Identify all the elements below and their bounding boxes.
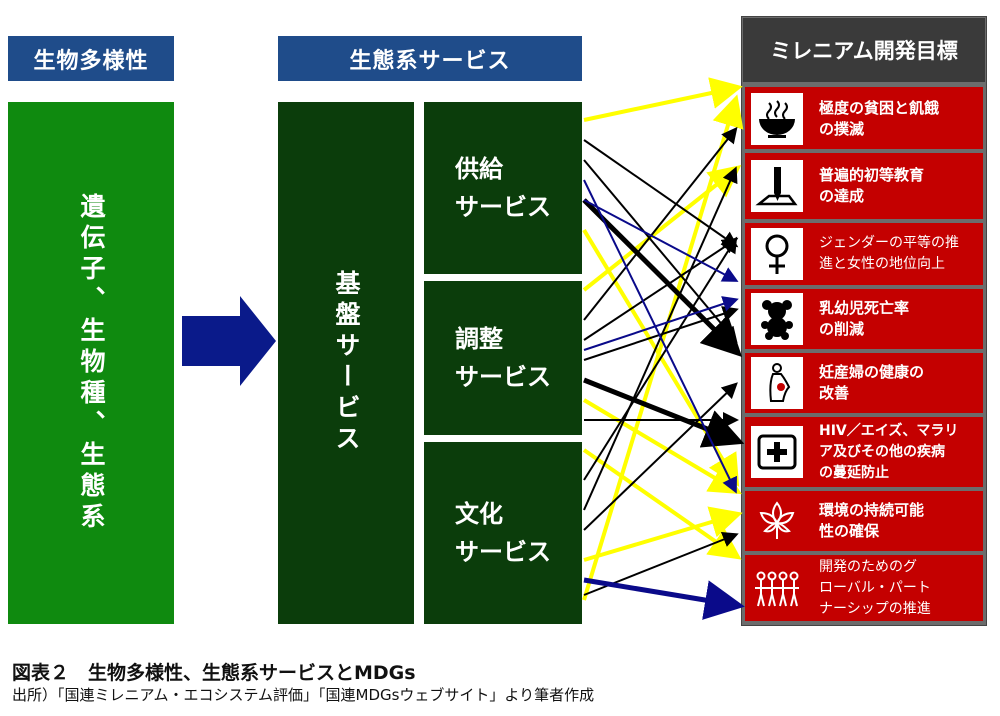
ecosystem-services-header: 生態系サービス	[278, 36, 582, 81]
biodiversity-to-services-arrow	[182, 296, 276, 386]
female-symbol-icon	[751, 228, 803, 280]
people-holding-hands-icon	[751, 562, 803, 614]
goal-row-5: 妊産婦の健康の改善	[745, 353, 983, 413]
arrow-yellow	[582, 94, 744, 601]
cultural-service-box: 文化サービス	[424, 442, 582, 624]
goal-row-8: 開発のためのグローバル・パートナーシップの推進	[745, 555, 983, 621]
medical-cross-icon	[751, 426, 803, 478]
arrow-yellow	[582, 448, 742, 560]
bowl-icon	[751, 93, 803, 145]
mdg-header: ミレニアム開発目標	[743, 18, 985, 82]
goal-row-2: 普遍的初等教育の達成	[745, 153, 983, 219]
figure-source: 出所）「国連ミレニアム・エコシステム評価」「国連MDGsウェブサイト」より筆者作…	[12, 686, 595, 704]
arrow-black	[583, 236, 738, 481]
arrow-black	[583, 159, 738, 344]
goal-row-7: 環境の持続可能性の確保	[745, 491, 983, 551]
arrow-navy	[583, 179, 737, 494]
leaf-icon	[751, 495, 803, 547]
biodiversity-header: 生物多様性	[8, 36, 174, 81]
arrow-black	[583, 166, 738, 511]
arrow-black	[583, 237, 739, 341]
arrow-navy-thick	[583, 577, 745, 620]
biodiversity-box-text: 遺伝子、生物種、生態系	[77, 192, 106, 534]
base-service-text: 基盤サービス	[332, 270, 361, 456]
biodiversity-box: 遺伝子、生物種、生態系	[8, 102, 174, 624]
regulating-service-box: 調整サービス	[424, 281, 582, 435]
goal-row-4: 乳幼児死亡率の削減	[745, 289, 983, 349]
arrow-yellow	[583, 506, 743, 562]
arrow-yellow	[582, 398, 742, 495]
arrow-black	[583, 382, 738, 531]
goal-row-6: HIV／エイズ、マラリア及びその他の疾病の蔓延防止	[745, 417, 983, 487]
provisioning-service-box: 供給サービス	[424, 102, 582, 274]
base-service-box: 基盤サービス	[278, 102, 414, 624]
arrow-black-thick	[583, 377, 745, 448]
pregnant-woman-icon	[751, 357, 803, 409]
teddy-bear-icon	[751, 293, 803, 345]
pencil-icon	[751, 160, 803, 212]
arrow-navy	[583, 199, 739, 282]
goal-row-3: ジェンダーの平等の推進と女性の地位向上	[745, 223, 983, 285]
arrow-yellow	[583, 77, 743, 122]
arrow-black	[583, 126, 738, 321]
figure-caption: 図表２ 生物多様性、生態系サービスとMDGs	[12, 662, 416, 684]
arrow-black-thick	[582, 198, 743, 358]
arrow-navy	[583, 296, 739, 351]
goal-row-1: 極度の貧困と飢餓の撲滅	[745, 87, 983, 149]
